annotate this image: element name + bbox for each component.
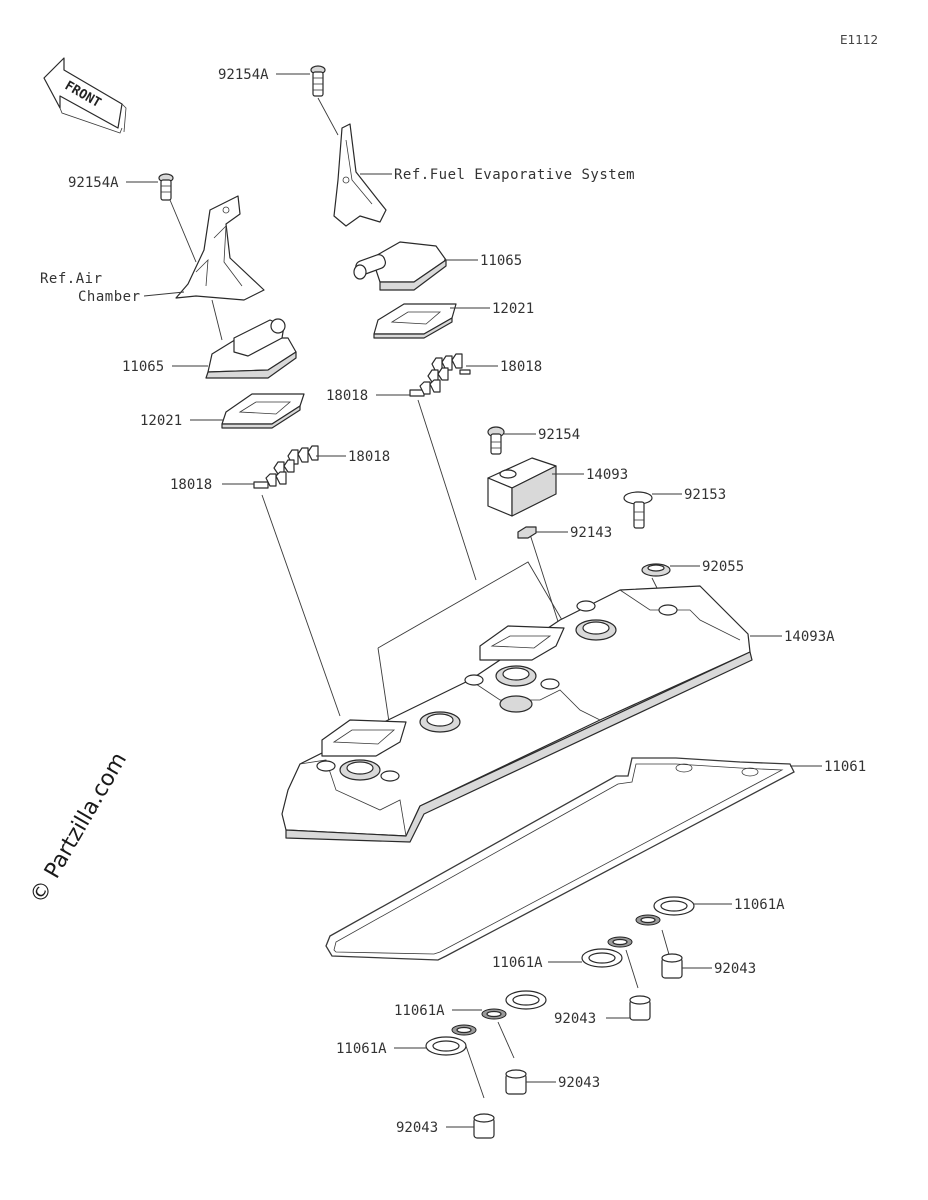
diagram-code: E1112 bbox=[840, 33, 878, 47]
callout-92153: 92153 bbox=[684, 487, 726, 503]
callout-92154: 92154 bbox=[538, 427, 580, 443]
callout-92043-2: 92043 bbox=[554, 1011, 596, 1027]
cylinder-head-cover-14093A bbox=[281, 585, 753, 843]
callout-ref-air-1: Ref.Air bbox=[40, 271, 103, 287]
collar-92043-3 bbox=[505, 1069, 527, 1095]
callout-11065-left: 11065 bbox=[122, 359, 164, 375]
fuel-evap-bracket bbox=[333, 123, 387, 227]
breather-cover-11065-right bbox=[353, 241, 447, 291]
breather-cover-11065-left bbox=[205, 318, 297, 379]
collar-92043-4 bbox=[473, 1113, 495, 1139]
cover-14093 bbox=[487, 457, 557, 517]
reeds-18018-left bbox=[253, 445, 319, 489]
callout-ref-air-2: Chamber bbox=[78, 289, 141, 305]
callout-18018-right-b: 18018 bbox=[326, 388, 368, 404]
washer-92143 bbox=[517, 526, 537, 539]
callout-11061A-2: 11061A bbox=[492, 955, 543, 971]
callout-92043-3: 92043 bbox=[558, 1075, 600, 1091]
callout-92154A-left: 92154A bbox=[68, 175, 119, 191]
front-arrow-icon: FRONT bbox=[43, 57, 127, 134]
callout-11061A-1: 11061A bbox=[734, 897, 785, 913]
reeds-18018-right bbox=[409, 353, 471, 397]
callout-18018-right-a: 18018 bbox=[500, 359, 542, 375]
plug-seal-11061A-1 bbox=[635, 896, 695, 926]
callout-92055: 92055 bbox=[702, 559, 744, 575]
callout-11065-right: 11065 bbox=[480, 253, 522, 269]
plug-seal-11061A-4 bbox=[425, 1024, 477, 1056]
plug-seal-11061A-3 bbox=[481, 990, 547, 1020]
plug-seal-11061A-2 bbox=[581, 936, 633, 968]
callout-92043-4: 92043 bbox=[396, 1120, 438, 1136]
collar-92043-2 bbox=[629, 995, 651, 1021]
bolt-92153 bbox=[623, 491, 653, 529]
gasket-11061 bbox=[325, 757, 795, 961]
bolt-92154A-left bbox=[158, 173, 174, 201]
callout-18018-left-a: 18018 bbox=[348, 449, 390, 465]
bolt-92154A-top bbox=[310, 65, 326, 97]
grommet-92055 bbox=[641, 563, 671, 577]
bolt-92154 bbox=[487, 426, 505, 455]
callout-11061A-4: 11061A bbox=[336, 1041, 387, 1057]
callout-12021-right: 12021 bbox=[492, 301, 534, 317]
callout-ref-fuel-evaporative: Ref.Fuel Evaporative System bbox=[394, 167, 635, 183]
callout-92143: 92143 bbox=[570, 525, 612, 541]
watermark: © Partzilla.com bbox=[26, 748, 133, 908]
callout-14093A: 14093A bbox=[784, 629, 835, 645]
callout-11061A-3: 11061A bbox=[394, 1003, 445, 1019]
callout-92043-1: 92043 bbox=[714, 961, 756, 977]
callout-11061: 11061 bbox=[824, 759, 866, 775]
callout-12021-left: 12021 bbox=[140, 413, 182, 429]
air-chamber-bracket bbox=[175, 195, 265, 301]
callout-leaders bbox=[126, 73, 822, 1128]
reed-plate-12021-right bbox=[373, 303, 457, 339]
collar-92043-1 bbox=[661, 953, 683, 979]
callout-labels: 92154A 92154A Ref.Fuel Evaporative Syste… bbox=[40, 67, 866, 1136]
callout-18018-left-b: 18018 bbox=[170, 477, 212, 493]
reed-plate-12021-left bbox=[221, 393, 305, 429]
callout-14093: 14093 bbox=[586, 467, 628, 483]
callout-92154A-top: 92154A bbox=[218, 67, 269, 83]
